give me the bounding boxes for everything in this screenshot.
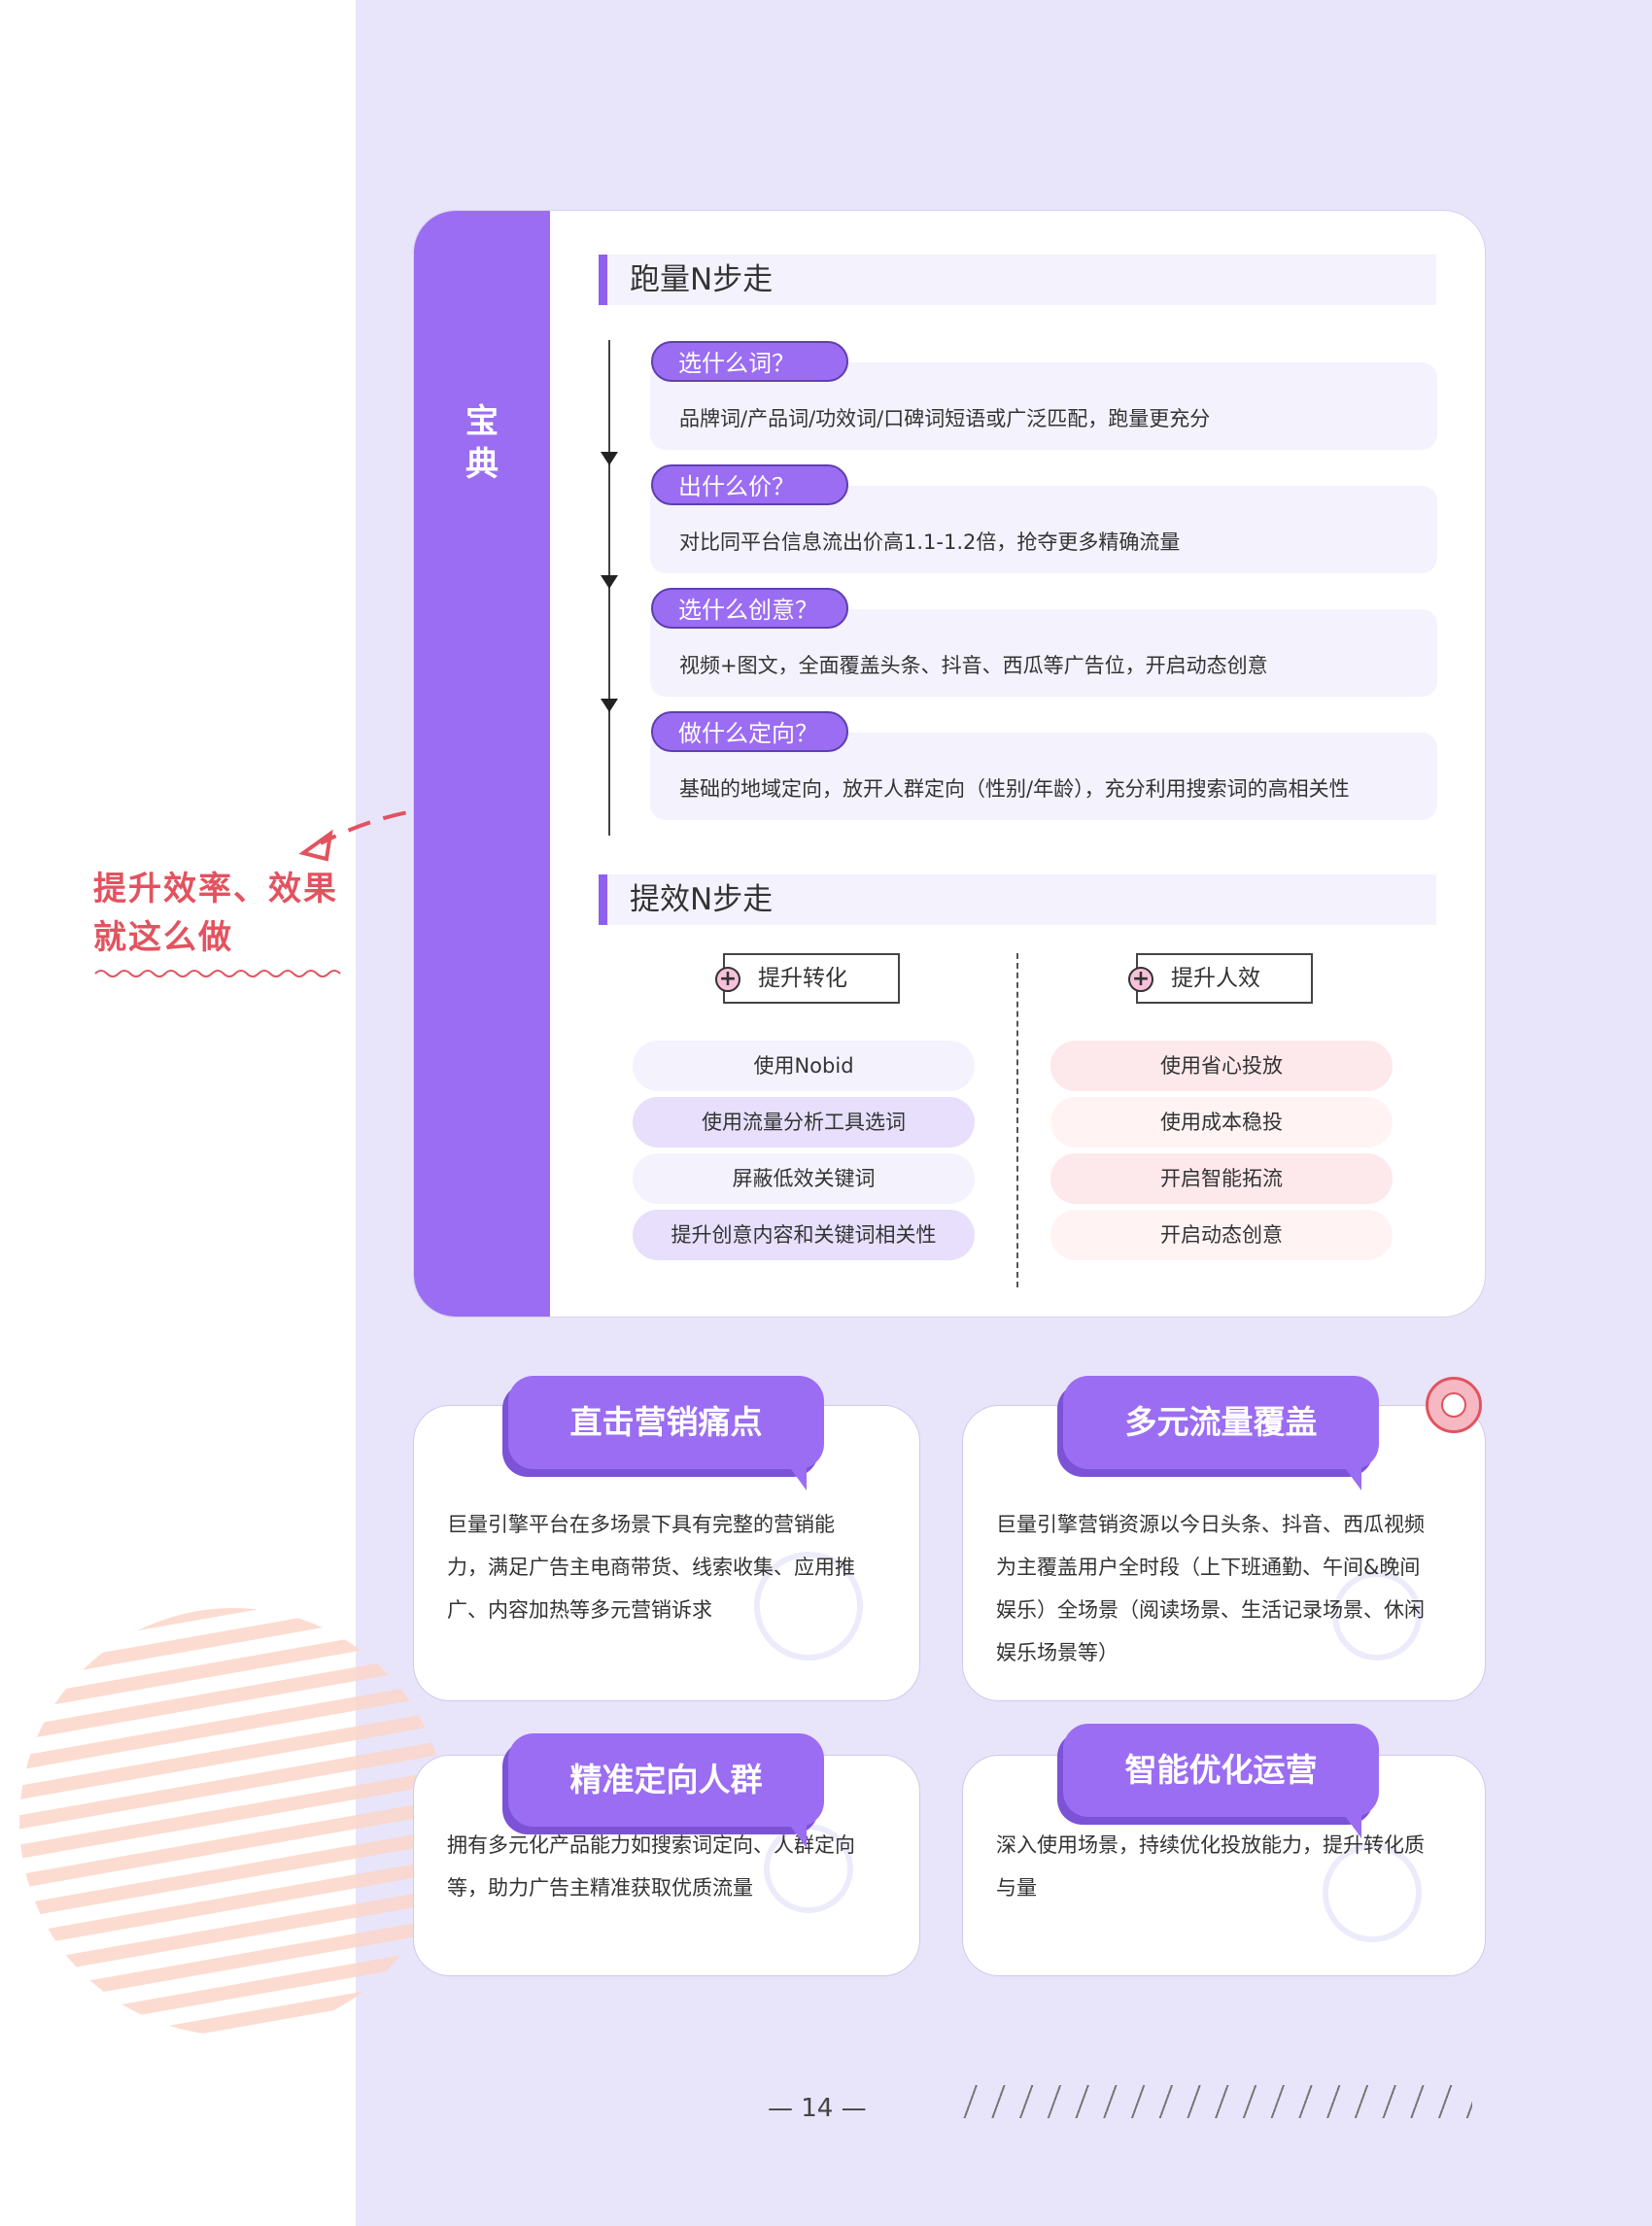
timeline-arrow: [601, 452, 618, 465]
section-bar: [599, 255, 607, 305]
target-icon: [754, 1552, 863, 1661]
feature-card: 巨量引擎营销资源以今日头条、抖音、西瓜视频 为主覆盖用户全时段（上下班通勤、午间…: [962, 1405, 1486, 1701]
wavy-underline: [94, 970, 341, 977]
feature-title: 多元流量覆盖: [1124, 1403, 1318, 1441]
step-question-pill: 出什么价？: [651, 464, 848, 505]
plus-icon: +: [715, 967, 740, 992]
feature-line: 为主覆盖用户全时段（上下班通勤、午间&晚间: [996, 1556, 1421, 1579]
feature-line: 与量: [996, 1876, 1037, 1900]
bubble-tail: [1340, 1809, 1361, 1838]
feature-line: 等，助力广告主精准获取优质流量: [447, 1876, 753, 1900]
section-bar: [599, 874, 607, 925]
feature-title-bubble: 智能优化运营: [1063, 1724, 1379, 1838]
striped-circle-decoration: [19, 1608, 447, 2036]
feature-title: 智能优化运营: [1124, 1751, 1318, 1789]
tab-label: 提升人效: [1171, 966, 1260, 991]
annotation-text: 提升效率、效果 就这么做: [93, 865, 338, 962]
annotation-line-2: 就这么做: [93, 918, 233, 957]
step-question-pill: 选什么创意？: [651, 588, 848, 629]
option-item: 使用省心投放: [1050, 1041, 1393, 1091]
page-number: — 14 —: [768, 2094, 867, 2123]
bubble-tail: [785, 1819, 807, 1848]
timeline-arrow: [601, 575, 618, 589]
option-item: 屏蔽低效关键词: [633, 1153, 975, 1204]
step-question-pill: 选什么词？: [651, 341, 848, 382]
feature-title: 精准定向人群: [569, 1761, 763, 1798]
share-icon: [1332, 1571, 1422, 1661]
section-title: 跑量N步走: [630, 262, 774, 297]
feature-line: 广、内容加热等多元营销诉求: [447, 1598, 712, 1622]
atom-icon: [1323, 1843, 1422, 1942]
step-description: 对比同平台信息流出价高1.1-1.2倍，抢夺更多精确流量: [679, 531, 1181, 554]
feature-title-bubble: 直击营销痛点: [508, 1376, 824, 1490]
step-box: 视频+图文，全面覆盖头条、抖音、西瓜等广告位，开启动态创意: [650, 609, 1437, 697]
bubble-tail: [785, 1461, 807, 1490]
sidebar-label: 宝典: [414, 400, 550, 486]
feature-line: 巨量引擎平台在多场景下具有完整的营销能: [447, 1513, 835, 1536]
step-description: 视频+图文，全面覆盖头条、抖音、西瓜等广告位，开启动态创意: [679, 654, 1268, 677]
feature-line: 巨量引擎营销资源以今日头条、抖音、西瓜视频: [996, 1513, 1425, 1536]
card-sidebar: 宝典: [414, 211, 550, 1317]
option-item: 使用成本稳投: [1050, 1097, 1393, 1147]
feature-title-bubble: 多元流量覆盖: [1063, 1376, 1379, 1490]
step-description: 品牌词/产品词/功效词/口碑词短语或广泛匹配，跑量更充分: [679, 407, 1211, 430]
bubble-tail: [1340, 1461, 1361, 1490]
section-title: 提效N步走: [630, 882, 774, 917]
ring-decoration-icon: [1426, 1377, 1482, 1433]
option-item: 使用流量分析工具选词: [633, 1097, 975, 1147]
ring-inner: [1441, 1392, 1466, 1418]
option-item: 开启智能拓流: [1050, 1153, 1393, 1204]
column-divider: [1016, 953, 1018, 1287]
step-description: 基础的地域定向，放开人群定向（性别/年龄），充分利用搜索词的高相关性: [679, 777, 1350, 801]
arrow-head: [298, 829, 333, 862]
step-box: 品牌词/产品词/功效词/口碑词短语或广泛匹配，跑量更充分: [650, 362, 1437, 450]
section-header-efficiency: 提效N步走: [599, 874, 1436, 925]
hatch-decoration: [962, 2085, 1472, 2118]
sidebar-label-text: 宝典: [465, 402, 499, 484]
feature-line: 娱乐）全场景（阅读场景、生活记录场景、休闲: [996, 1598, 1425, 1622]
feature-title-bubble: 精准定向人群: [508, 1733, 824, 1848]
step-question-pill: 做什么定向？: [651, 711, 848, 752]
strategy-card: 宝典 跑量N步走 品牌词/产品词/功效词/口碑词短语或广泛匹配，跑量更充分 选什…: [413, 210, 1486, 1318]
circuit-icon: [764, 1824, 853, 1913]
tab-improve-efficiency: + 提升人效: [1128, 953, 1313, 1004]
option-item: 开启动态创意: [1050, 1210, 1393, 1260]
option-item: 提升创意内容和关键词相关性: [633, 1210, 975, 1260]
feature-title: 直击营销痛点: [569, 1403, 763, 1441]
timeline-arrow: [601, 699, 618, 712]
tab-label: 提升转化: [758, 966, 847, 991]
feature-card: 巨量引擎平台在多场景下具有完整的营销能 力，满足广告主电商带货、线索收集、应用推…: [413, 1405, 920, 1701]
option-item: 使用Nobid: [633, 1041, 975, 1091]
feature-line: 力，满足广告主电商带货、线索收集、应用推: [447, 1556, 855, 1579]
tab-improve-conversion: + 提升转化: [715, 953, 900, 1004]
section-header-traffic: 跑量N步走: [599, 255, 1436, 305]
feature-body: 巨量引擎营销资源以今日头条、抖音、西瓜视频 为主覆盖用户全时段（上下班通勤、午间…: [996, 1503, 1425, 1674]
feature-body: 巨量引擎平台在多场景下具有完整的营销能 力，满足广告主电商带货、线索收集、应用推…: [447, 1503, 855, 1631]
feature-line: 娱乐场景等）: [996, 1641, 1119, 1664]
annotation-line-1: 提升效率、效果: [93, 870, 338, 908]
plus-icon: +: [1128, 967, 1153, 992]
